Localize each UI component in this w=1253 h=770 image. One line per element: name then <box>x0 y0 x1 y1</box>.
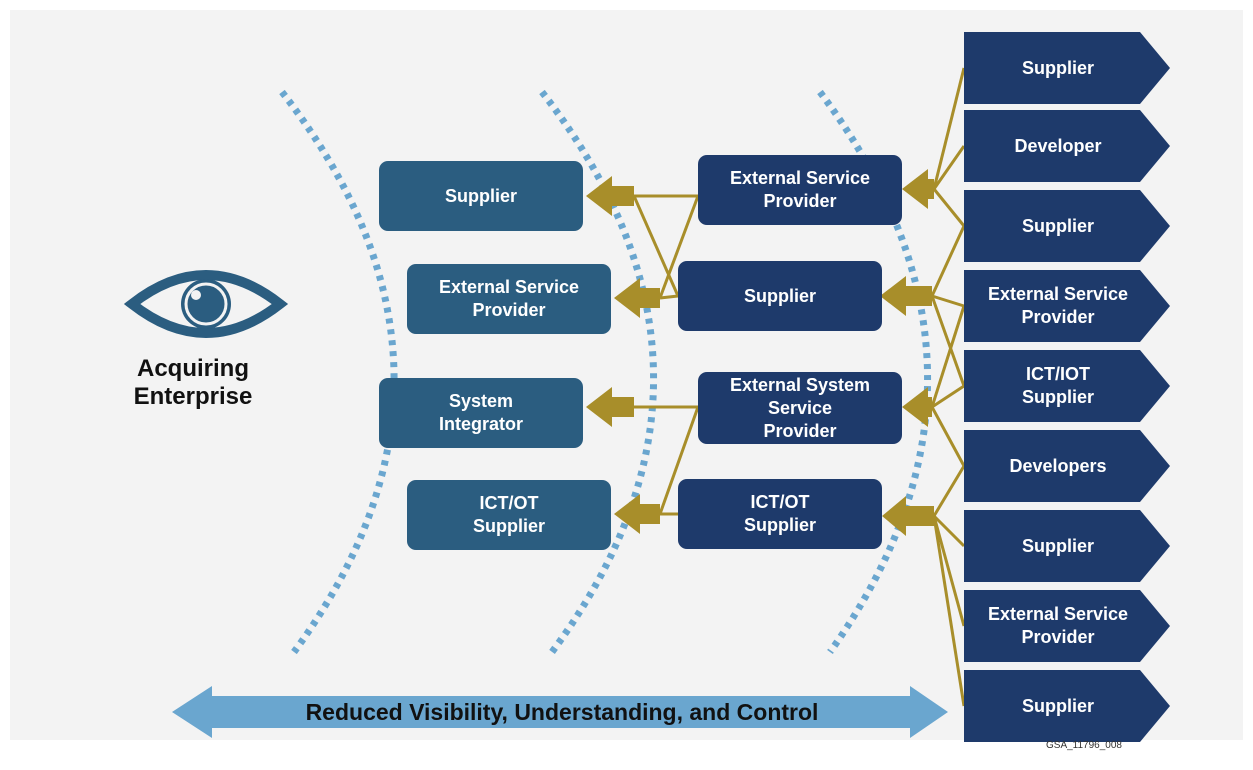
node-label: External System <box>729 374 871 395</box>
node-label: External Service <box>987 284 1129 304</box>
node-label: Supplier <box>472 516 545 536</box>
node-label: Supplier <box>1021 695 1094 716</box>
node-label: ICT/OT <box>750 492 810 512</box>
eye-icon <box>123 270 289 338</box>
node-label: External Service <box>438 277 580 297</box>
node-label: Provider <box>1021 627 1095 647</box>
connector-line <box>932 188 966 227</box>
arrow-to-tier1-supplier <box>586 176 634 216</box>
arrow-to-tier2-ictot <box>882 496 934 536</box>
node-label: ICT/IOT <box>1025 364 1090 384</box>
node-label: Developers <box>1009 455 1107 476</box>
tier3-node: Supplier <box>964 190 1170 262</box>
image-code: GSA_11796_008 <box>1046 740 1122 751</box>
connector-line <box>930 305 966 408</box>
visibility-banner-arrow <box>172 686 948 738</box>
acquiring-enterprise-label: Acquiring Enterprise <box>118 355 268 411</box>
connector-line <box>658 195 700 299</box>
arrow-to-tier2-supplier <box>880 276 932 316</box>
connector-line <box>659 294 679 300</box>
connector-line <box>932 465 966 517</box>
connector-line <box>932 145 966 190</box>
node-label: Supplier <box>1021 57 1094 78</box>
tier3-node: Supplier <box>964 32 1170 104</box>
visibility-arc-1 <box>279 89 398 655</box>
connector-line <box>930 295 966 387</box>
acquiring-label-line1: Acquiring <box>137 355 249 382</box>
node-label: Supplier <box>743 285 816 306</box>
connector-line <box>932 515 966 627</box>
connector-line <box>932 67 966 190</box>
connector-line <box>931 384 965 409</box>
acquiring-label-line2: Enterprise <box>133 383 253 410</box>
tier3-node: Supplier <box>964 670 1170 742</box>
node-label: ICT/OT <box>479 493 539 513</box>
node-label: Integrator <box>438 414 523 434</box>
connector-line <box>931 294 965 308</box>
connector-line <box>930 225 966 297</box>
node-label: Supplier <box>743 515 816 535</box>
arrow-to-tier2-essp <box>902 387 932 427</box>
tier1-node: Supplier <box>379 161 583 231</box>
tier2-node: ICT/OT Supplier <box>678 479 882 549</box>
connector-line <box>932 515 966 707</box>
arrow-to-tier1-ictot <box>614 494 660 534</box>
arrow-to-tier1-integrator <box>586 387 634 427</box>
tier3-node: Developer <box>964 110 1170 182</box>
node-label: Supplier <box>1021 215 1094 236</box>
node-label: External Service <box>987 604 1129 624</box>
node-label: Service <box>767 397 833 418</box>
visibility-banner-label: Reduced Visibility, Understanding, and C… <box>305 698 819 725</box>
node-label: System <box>448 391 514 411</box>
connector-line <box>930 406 966 467</box>
arrow-to-tier1-esp <box>614 278 660 318</box>
node-label: Developer <box>1014 135 1102 156</box>
connector-line <box>658 406 700 515</box>
node-label: External Service <box>729 168 871 188</box>
tier3-node: Supplier <box>964 510 1170 582</box>
tier2-node: Supplier <box>678 261 882 331</box>
node-label: Supplier <box>444 185 517 206</box>
tier3-node: Developers <box>964 430 1170 502</box>
node-label: Supplier <box>1021 387 1094 407</box>
tier3-node: ICT/IOT Supplier <box>964 350 1170 422</box>
tier1-node: ICT/OT Supplier <box>407 480 611 550</box>
node-label: Provider <box>763 191 837 211</box>
node-label: Provider <box>472 300 546 320</box>
arrow-to-tier2-esp <box>902 169 934 209</box>
node-label: Supplier <box>1021 535 1094 556</box>
node-label: Provider <box>1021 307 1095 327</box>
node-label: Provider <box>763 420 837 441</box>
connector-line <box>932 514 966 548</box>
connector-line <box>632 195 680 297</box>
